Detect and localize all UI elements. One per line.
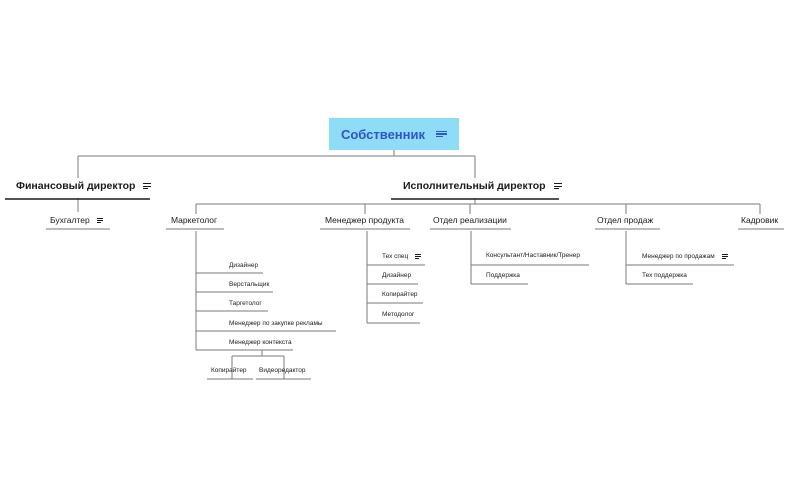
child-label: Тех спец — [382, 253, 409, 261]
notes-icon — [97, 217, 104, 224]
department-hr[interactable]: Кадровик — [741, 216, 778, 225]
child-label: Дизайнер — [229, 262, 259, 269]
child-label: Консультант/Наставник/Тренер — [486, 252, 580, 259]
notes-icon — [143, 182, 152, 191]
department-sales[interactable]: Отдел продаж — [597, 216, 653, 225]
executive-director-node[interactable]: Исполнительный директор — [403, 181, 562, 192]
child-node[interactable]: Дизайнер — [382, 272, 412, 280]
grandchild-node[interactable]: Копирайтер — [211, 367, 247, 375]
department-label: Маркетолог — [171, 215, 218, 225]
child-node[interactable]: Тех поддержка — [642, 272, 687, 280]
root-label: Собственник — [340, 126, 426, 142]
department-label: Менеджер продукта — [325, 215, 405, 225]
child-node[interactable]: Таргетолог — [229, 300, 262, 308]
accountant-label: Бухгалтер — [50, 215, 90, 225]
department-product-manager[interactable]: Менеджер продукта — [325, 216, 404, 225]
child-node[interactable]: Копирайтер — [382, 291, 418, 299]
child-node[interactable]: Методолог — [382, 311, 415, 319]
connector-root-branch — [77, 150, 476, 178]
connector-marketolog — [195, 231, 336, 351]
child-label: Менеджер контекста — [229, 339, 292, 346]
child-label: Видеоредактор — [259, 367, 306, 374]
connector-sales — [625, 231, 734, 285]
connector-product — [366, 231, 425, 324]
child-label: Методолог — [382, 311, 415, 318]
child-node[interactable]: Менеджер по закупке рекламы — [229, 320, 323, 328]
child-node[interactable]: Тех спец — [382, 253, 422, 261]
notes-icon — [436, 129, 448, 138]
department-label: Отдел реализации — [433, 215, 507, 225]
child-node[interactable]: Дизайнер — [229, 262, 259, 270]
child-label: Верстальщик — [229, 281, 270, 288]
connector-content — [207, 350, 311, 380]
child-node[interactable]: Верстальщик — [229, 281, 270, 289]
executive-director-label: Исполнительный директор — [403, 180, 546, 192]
child-node[interactable]: Поддержка — [486, 272, 520, 280]
notes-icon — [721, 253, 728, 260]
child-label: Дизайнер — [382, 272, 412, 279]
department-label: Отдел продаж — [597, 215, 654, 225]
child-label: Менеджер по закупке рекламы — [229, 320, 323, 327]
child-label: Тех поддержка — [642, 272, 687, 279]
child-label: Поддержка — [486, 272, 520, 279]
finance-director-node[interactable]: Финансовый директор — [16, 180, 152, 192]
notes-icon — [553, 182, 562, 191]
child-node[interactable]: Менеджер по продажам — [642, 253, 728, 261]
child-label: Таргетолог — [229, 300, 262, 307]
child-node[interactable]: Менеджер контекста — [229, 339, 292, 347]
connector-realization — [470, 231, 589, 285]
child-label: Копирайтер — [211, 367, 247, 374]
child-label: Копирайтер — [382, 291, 418, 298]
department-marketolog[interactable]: Маркетолог — [171, 216, 217, 225]
child-node[interactable]: Консультант/Наставник/Тренер — [486, 252, 580, 260]
department-realization[interactable]: Отдел реализации — [433, 216, 507, 225]
department-label: Кадровик — [741, 215, 779, 225]
finance-director-label: Финансовый директор — [16, 180, 136, 192]
grandchild-node[interactable]: Видеоредактор — [259, 367, 306, 375]
root-node[interactable]: Собственник — [329, 118, 459, 150]
connector-executive — [195, 198, 761, 214]
child-label: Менеджер по продажам — [642, 253, 715, 261]
accountant-node[interactable]: Бухгалтер — [50, 215, 104, 225]
notes-icon — [415, 253, 422, 260]
